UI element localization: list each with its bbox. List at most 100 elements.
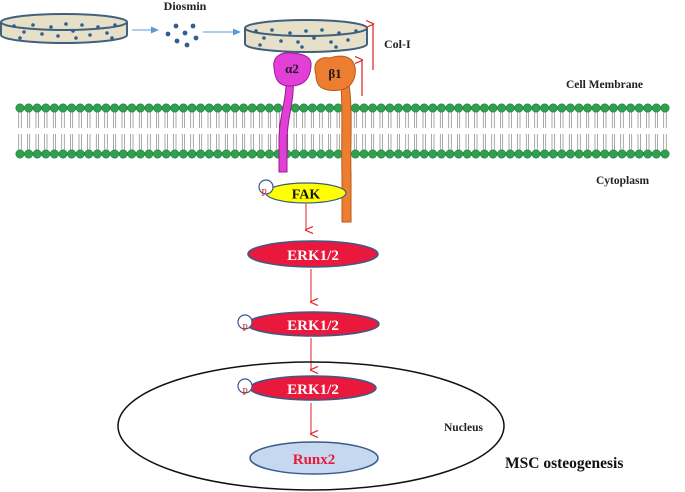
lipid-head [256,149,266,159]
erk-label-2: ERK1/2 [287,318,339,334]
lipid-head [230,103,240,113]
lipid-head [462,149,472,159]
lipid-head [479,149,489,159]
lipid-head [591,103,601,113]
lipid-head [49,149,59,159]
lipid-head [290,149,300,159]
lipid-head [557,149,567,159]
lipid-head [24,149,34,159]
lipid-head [608,149,618,159]
lipid-head [153,149,163,159]
lipid-head [651,103,661,113]
lipid-head [359,149,369,159]
lipid-head [170,149,180,159]
lipid-head [221,103,231,113]
lipid-head [24,103,34,113]
lipid-head [436,103,446,113]
lipid-head [514,149,524,159]
lipid-head [514,103,524,113]
lipid-head [247,149,257,159]
fak-node: FAK [265,182,347,204]
lipid-head [32,103,42,113]
lipid-head [239,149,249,159]
lipid-head [350,149,360,159]
lipid-head [221,149,231,159]
lipid-head [565,149,575,159]
lipid-head [626,149,636,159]
fak-phospho-marker: P [258,179,274,199]
lipid-head [522,103,532,113]
lipid-head [634,103,644,113]
lipid-head [600,103,610,113]
lipid-head [402,103,412,113]
lipid-head [144,149,154,159]
lipid-head [497,149,507,159]
lipid-head [101,103,111,113]
lipid-head [548,149,558,159]
lipid-head [454,149,464,159]
lipid-head [15,103,25,113]
lipid-head [385,103,395,113]
lipid-head [256,103,266,113]
lipid-head [144,103,154,113]
lipid-head [634,149,644,159]
lipid-head [368,149,378,159]
lipid-head [273,103,283,113]
lipid-head [445,103,455,113]
lipid-head [651,149,661,159]
col-i-label: Col-I [384,37,411,51]
lipid-head [58,103,68,113]
integrin-beta1: β1 [314,55,356,223]
lipid-head [264,149,274,159]
lipid-head [196,103,206,113]
lipid-head [419,103,429,113]
lipid-head [239,103,249,113]
lipid-head [540,149,550,159]
integrin-alpha2: α2 [273,52,312,173]
diosmin-dots-in-dish-left [12,22,117,40]
lipid-head [617,149,627,159]
lipid-head [316,103,326,113]
nuclear-erk-phospho-label: P [242,387,248,398]
lipid-head [178,103,188,113]
diosmin-label: Diosmin [164,0,207,13]
lipid-head [462,103,472,113]
lipid-head [307,149,317,159]
lipid-head [419,149,429,159]
lipid-head [591,149,601,159]
lipid-head [505,103,515,113]
lipid-head [325,103,335,113]
lipid-head [32,149,42,159]
lipid-head [92,149,102,159]
lipid-head [135,103,145,113]
lipid-head [153,103,163,113]
lipid-head [488,103,498,113]
lipid-head [385,149,395,159]
cytoplasm-label: Cytoplasm [596,175,649,187]
nuclear-erk-phospho-marker: P [237,378,253,398]
fak-label: FAK [292,188,321,203]
lipid-head [583,149,593,159]
lipid-head [548,103,558,113]
lipid-head [660,149,670,159]
lipid-head [204,149,214,159]
lipid-head [75,103,85,113]
lipid-head [247,103,257,113]
lipid-head [479,103,489,113]
lipid-head [110,103,120,113]
lipid-head [522,149,532,159]
lipid-head [402,149,412,159]
lipid-head [428,103,438,113]
lipid-head [161,149,171,159]
lipid-head [505,149,515,159]
lipid-head [557,103,567,113]
lipid-head [608,103,618,113]
lipid-head [531,103,541,113]
nucleus: Nucleus [117,361,505,491]
lipid-head [376,149,386,159]
lipid-head [187,149,197,159]
erk-label-3: ERK1/2 [287,382,339,398]
lipid-head [118,103,128,113]
lipid-head [101,149,111,159]
